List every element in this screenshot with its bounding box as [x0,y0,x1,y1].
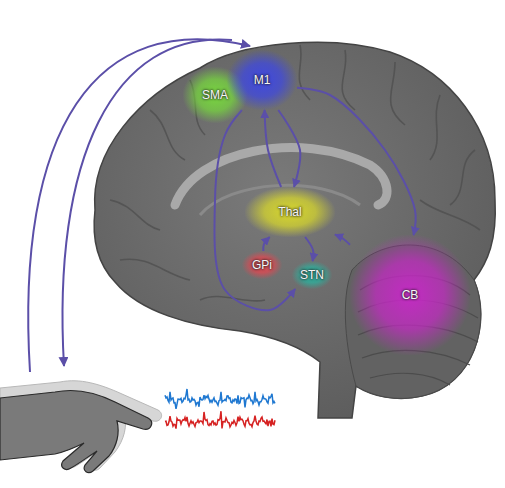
region-label: GPi [252,258,272,272]
region-label: SMA [202,88,228,102]
brain-region: CB [350,235,470,355]
brain-region: Thal [245,187,335,237]
efferent-arrow [62,39,232,366]
afferent-arrow [28,39,250,372]
region-label: Thal [278,205,301,219]
signal-trace [165,411,275,428]
brain-region: M1 [227,50,297,110]
pathway-arrow [278,110,300,187]
brain-region: STN [292,261,332,289]
signal-trace [165,389,275,409]
hand [0,390,152,472]
pathway-arrow [263,237,269,251]
pathway-arrow [305,237,313,261]
pathway-arrow [335,235,350,245]
brain-region: GPi [242,251,282,279]
brain-outline [94,42,495,418]
region-label: M1 [254,73,271,87]
pathway-arrow [265,110,282,187]
region-label: STN [300,268,324,282]
region-label: CB [402,288,419,302]
